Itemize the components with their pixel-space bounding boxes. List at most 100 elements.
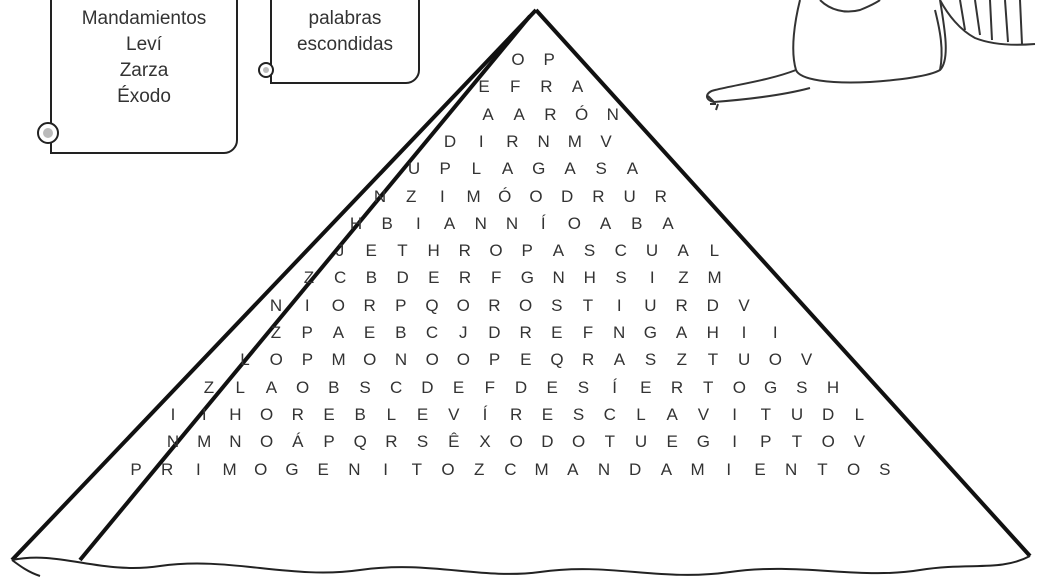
grid-letter[interactable]: F (575, 323, 601, 343)
grid-letter[interactable]: R (503, 405, 529, 425)
grid-letter[interactable]: M (217, 460, 243, 480)
grid-letter[interactable]: O (435, 460, 461, 480)
grid-letter[interactable]: A (669, 323, 695, 343)
grid-letter[interactable]: A (670, 241, 696, 261)
grid-letter[interactable]: O (290, 378, 316, 398)
grid-letter[interactable]: B (358, 268, 384, 288)
grid-letter[interactable]: A (495, 159, 521, 179)
grid-letter[interactable]: E (421, 268, 447, 288)
grid-letter[interactable]: R (285, 405, 311, 425)
grid-letter[interactable]: O (357, 350, 383, 370)
grid-letter[interactable]: O (419, 350, 445, 370)
grid-letter[interactable]: I (731, 323, 757, 343)
grid-letter[interactable]: L (227, 378, 253, 398)
grid-letter[interactable]: V (690, 405, 716, 425)
grid-letter[interactable]: A (659, 405, 685, 425)
grid-letter[interactable]: U (639, 241, 665, 261)
grid-letter[interactable]: E (534, 405, 560, 425)
grid-letter[interactable]: L (701, 241, 727, 261)
grid-letter[interactable]: Z (196, 378, 222, 398)
grid-letter[interactable]: I (429, 187, 455, 207)
grid-letter[interactable]: A (619, 159, 645, 179)
grid-letter[interactable]: H (700, 323, 726, 343)
grid-letter[interactable]: V (731, 296, 757, 316)
grid-letter[interactable]: T (404, 460, 430, 480)
grid-letter[interactable]: I (722, 405, 748, 425)
grid-letter[interactable]: U (628, 432, 654, 452)
grid-letter[interactable]: L (628, 405, 654, 425)
grid-letter[interactable]: T (575, 296, 601, 316)
grid-letter[interactable]: U (617, 187, 643, 207)
grid-letter[interactable]: N (591, 460, 617, 480)
grid-letter[interactable]: N (546, 268, 572, 288)
grid-letter[interactable]: T (809, 460, 835, 480)
grid-letter[interactable]: C (419, 323, 445, 343)
grid-letter[interactable]: Z (669, 350, 695, 370)
grid-letter[interactable]: I (160, 405, 186, 425)
grid-letter[interactable]: I (762, 323, 788, 343)
grid-letter[interactable]: C (327, 268, 353, 288)
grid-letter[interactable]: I (722, 432, 748, 452)
grid-letter[interactable]: M (461, 187, 487, 207)
grid-letter[interactable]: D (815, 405, 841, 425)
grid-letter[interactable]: E (410, 405, 436, 425)
grid-letter[interactable]: I (468, 132, 494, 152)
grid-letter[interactable]: O (483, 241, 509, 261)
grid-letter[interactable]: M (191, 432, 217, 452)
grid-letter[interactable]: P (123, 460, 149, 480)
grid-letter[interactable]: D (554, 187, 580, 207)
grid-letter[interactable]: R (533, 77, 559, 97)
grid-letter[interactable]: M (702, 268, 728, 288)
grid-letter[interactable]: U (731, 350, 757, 370)
grid-letter[interactable]: G (526, 159, 552, 179)
grid-letter[interactable]: H (421, 241, 447, 261)
grid-letter[interactable]: Q (347, 432, 373, 452)
grid-letter[interactable]: P (316, 432, 342, 452)
grid-letter[interactable]: R (452, 268, 478, 288)
grid-letter[interactable]: R (537, 105, 563, 125)
grid-letter[interactable]: D (622, 460, 648, 480)
grid-letter[interactable]: Í (530, 214, 556, 234)
grid-letter[interactable]: C (597, 405, 623, 425)
grid-letter[interactable]: R (575, 350, 601, 370)
grid-letter[interactable]: A (437, 214, 463, 234)
grid-letter[interactable]: O (325, 296, 351, 316)
grid-letter[interactable]: X (472, 432, 498, 452)
grid-letter[interactable]: A (655, 214, 681, 234)
grid-letter[interactable]: F (483, 268, 509, 288)
grid-letter[interactable]: C (497, 460, 523, 480)
grid-letter[interactable]: O (503, 432, 529, 452)
grid-letter[interactable]: E (357, 323, 383, 343)
grid-letter[interactable]: E (513, 350, 539, 370)
grid-letter[interactable]: P (432, 159, 458, 179)
grid-letter[interactable]: P (514, 241, 540, 261)
grid-letter[interactable]: O (523, 187, 549, 207)
grid-letter[interactable]: Í (472, 405, 498, 425)
grid-letter[interactable]: T (784, 432, 810, 452)
grid-letter[interactable]: U (784, 405, 810, 425)
grid-letter[interactable]: G (279, 460, 305, 480)
grid-letter[interactable]: P (753, 432, 779, 452)
grid-letter[interactable]: Q (419, 296, 445, 316)
grid-letter[interactable]: G (758, 378, 784, 398)
grid-letter[interactable]: E (659, 432, 685, 452)
grid-letter[interactable]: S (577, 241, 603, 261)
grid-letter[interactable]: A (545, 241, 571, 261)
grid-letter[interactable]: P (294, 350, 320, 370)
grid-letter[interactable]: N (263, 296, 289, 316)
grid-letter[interactable]: O (815, 432, 841, 452)
grid-letter[interactable]: O (254, 405, 280, 425)
grid-letter[interactable]: I (191, 405, 217, 425)
grid-letter[interactable]: N (468, 214, 494, 234)
grid-letter[interactable]: L (232, 350, 258, 370)
grid-letter[interactable]: R (481, 296, 507, 316)
grid-letter[interactable]: T (753, 405, 779, 425)
grid-letter[interactable]: O (505, 50, 531, 70)
grid-letter[interactable]: A (506, 105, 532, 125)
grid-letter[interactable]: V (846, 432, 872, 452)
grid-letter[interactable]: N (499, 214, 525, 234)
grid-letter[interactable]: D (481, 323, 507, 343)
grid-letter[interactable]: D (390, 268, 416, 288)
grid-letter[interactable]: O (762, 350, 788, 370)
grid-letter[interactable]: A (258, 378, 284, 398)
